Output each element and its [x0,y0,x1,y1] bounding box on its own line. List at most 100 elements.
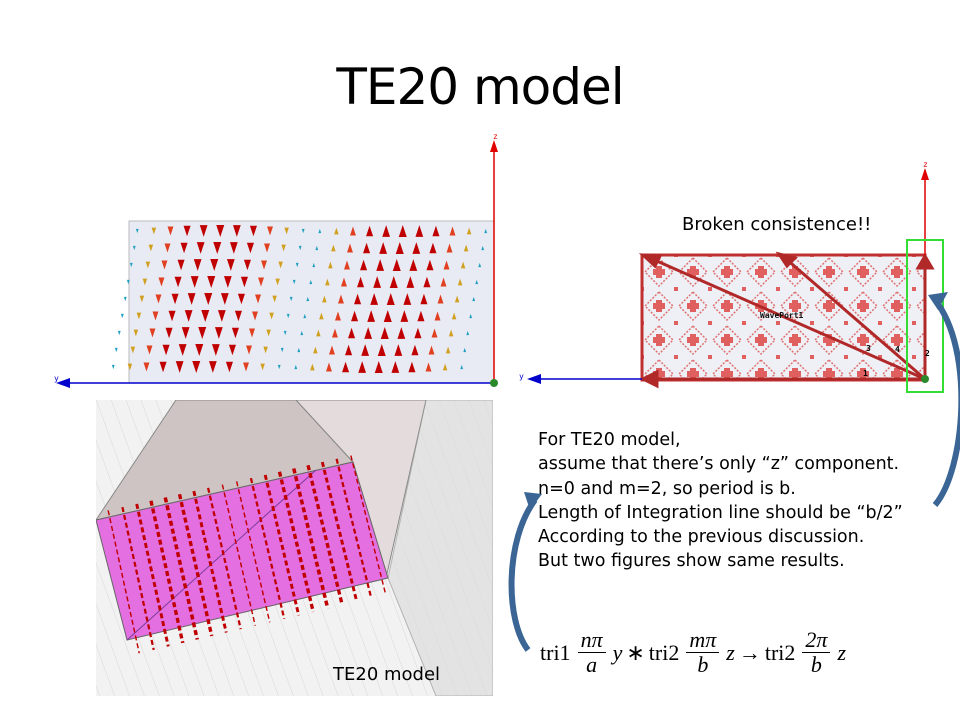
field-arrow [357,276,365,288]
field-arrow [120,313,124,319]
formula-var: z [837,639,846,665]
field-arrow [409,259,418,271]
field-arrow [139,295,145,303]
field-arrow [360,259,368,271]
field-arrow [231,327,239,339]
field-arrow [198,327,207,339]
field-vector [163,497,199,640]
field-plot-left: z y [54,132,498,388]
formula-term: tri1 [540,639,571,665]
field-arrow [306,296,310,302]
field-arrow [377,344,386,356]
field-arrow [429,242,437,254]
field-arrow [300,330,304,336]
field-arrow [417,310,425,322]
slide-title: TE20 model [336,58,624,116]
field-arrows [111,225,488,373]
field-arrow [240,276,248,288]
field-arrow [127,363,133,371]
field-arrow [341,277,347,287]
field-vector [177,493,214,637]
field-arrow [158,277,165,287]
field-arrow [246,242,254,254]
field-arrow [199,225,208,237]
field-arrow [457,278,463,286]
field-arrow [281,244,286,252]
field-arrow [428,345,435,355]
field-arrow [178,344,187,356]
formula-term: tri2 [764,639,796,665]
field-arrow [370,293,379,305]
field-arrow [260,363,265,371]
body-line: n=0 and m=2, so period is b. [538,478,796,499]
field-arrow [322,295,327,303]
field-arrow [183,225,191,237]
field-arrow [386,293,395,305]
field-arrow [443,260,450,270]
field-arrow [136,312,142,320]
formula-term: tri2 [648,639,680,665]
y-axis-label: y [54,374,59,383]
field-arrow [261,260,267,270]
field-vector [263,474,301,616]
field-arrow [373,276,382,288]
field-arrow [210,259,219,271]
field-arrow [213,242,222,254]
body-line: According to the previous discussion. [538,527,865,548]
body-line: But two figures show same results. [538,551,845,572]
field-arrow [326,362,332,372]
field-arrow [226,259,235,271]
field-arrow [463,347,467,353]
field-arrow [380,327,389,339]
field-arrow [394,344,403,356]
field-arrow [408,361,416,373]
field-arrow [167,226,174,236]
line-label-4: 4 [895,345,900,354]
field-arrow [400,310,409,322]
field-arrow [132,245,136,251]
field-arrow [366,225,374,237]
field-arrow [406,276,415,288]
field-arrow [454,295,460,303]
field-vector [206,487,242,630]
field-arrow [426,259,434,271]
field-arrow [159,361,167,373]
field-arrow [448,329,454,337]
field-arrow [350,226,356,236]
field-arrow [342,361,350,373]
field-arrow [332,328,338,338]
numerator: mπ [686,628,720,653]
field-arrow [363,242,371,254]
field-arrow [237,293,245,305]
field-arrow [329,345,335,355]
body-line: assume that there’s only “z” component. [538,454,900,475]
field-arrow [338,294,344,304]
field-arrow [225,361,233,373]
field-arrow [295,262,299,268]
field-arrow [376,259,385,271]
field-arrow [175,361,184,373]
field-arrow [151,227,157,235]
field-arrow [440,277,447,287]
field-vector [135,503,170,647]
field-arrow [310,363,315,371]
field-arrow [415,225,424,237]
y-axis-arrowhead-icon [527,374,541,384]
field-arrow [129,262,133,268]
field-arrow [135,228,139,234]
field-arrow [312,262,316,268]
field-arrow [445,346,451,354]
field-arrow [181,327,190,339]
field-arrow [264,243,270,253]
z-axis-label: z [923,160,928,169]
waveguide-right-wall [387,400,493,696]
field-arrow [325,278,330,286]
field-arrow [432,225,440,237]
field-arrow [146,345,153,355]
field-arrow [201,310,210,322]
field-arrow [389,276,398,288]
field-vector [107,510,140,654]
field-arrow [220,293,229,305]
